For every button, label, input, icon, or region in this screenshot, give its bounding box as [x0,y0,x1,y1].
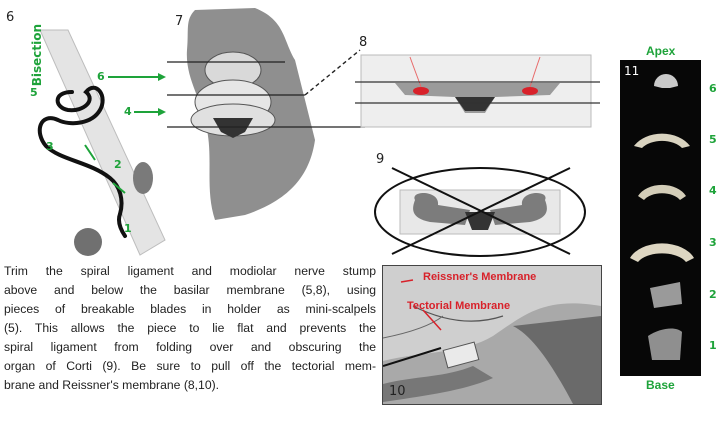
panel-11-pieces-strip: 11 [620,60,701,376]
cut-piece [74,228,102,256]
reissner-line [529,56,541,88]
cochlea-piece-5 [634,133,690,148]
cochlea-section-illustration [167,8,365,220]
panel-10-micrograph: Reissner's Membrane Tectorial Membrane 1… [382,265,602,405]
folded-piece-illustration [374,167,586,257]
piece-label-6: 6 [709,82,717,95]
cochlea-piece-3 [630,243,694,262]
tectorial-membrane [412,305,504,322]
panel-number: 6 [6,10,15,25]
caption-line: spiral ligament from folding over and ob… [4,340,376,354]
caption-line: organ of Corti (9). Be sure to pull off … [4,359,376,373]
tectorial-membrane-label: Tectorial Membrane [407,300,511,312]
caption-line: pieces of breakable blades in holder as … [4,302,376,316]
panel-8-trimmed-piece: 8 [355,35,600,135]
cochlea-piece-1 [648,328,682,360]
piece-label-1: 1 [709,339,717,352]
piece-label-5: 5 [709,133,717,146]
panel-number: 8 [359,35,368,50]
arrow-head [158,108,166,116]
cochlea-piece-2 [650,282,682,308]
panel-number: 9 [376,152,385,167]
micrograph-image [383,266,601,404]
spiral-label-5: 5 [30,86,38,99]
cut-tick [84,144,96,161]
folded-ligament-left [413,193,470,225]
pointer-reissner [400,279,414,283]
organ-of-corti [455,97,495,111]
panel-number: 10 [389,384,406,399]
panel-9-wrong-example: 9 [370,150,600,260]
pointer-tectorial [422,309,442,331]
instruction-caption: Trim the spiral ligament and modiolar ne… [4,262,376,395]
apex-label: Apex [646,44,676,58]
blade [383,347,442,367]
basilar-region [383,366,493,402]
reissner-line [409,56,422,88]
dark-tissue [513,316,601,404]
cochlea-spiral [37,85,127,238]
spiral-label-4: 4 [124,105,132,118]
panel-number: 11 [624,64,640,78]
hair-cell-left [413,87,429,95]
piece-label-3: 3 [709,236,717,249]
organ-of-corti [442,341,480,369]
spiral-label-1: 1 [124,222,132,235]
piece-label-4: 4 [709,184,717,197]
reissners-membrane-label: Reissner's Membrane [423,271,537,283]
crossed-out-ellipse [374,167,586,257]
cut-hole [133,162,153,194]
caption-line: above and below the basilar membrane (5,… [4,283,376,297]
piece-label-2: 2 [709,288,717,301]
trimmed-piece-illustration [355,54,600,128]
spiral-label-6: 6 [97,70,105,83]
membrane-edge [383,315,444,339]
organ-of-corti [213,118,253,138]
cochlea-piece-4 [638,184,686,200]
pieces-micrograph [630,74,694,360]
caption-line: Trim the spiral ligament and modiolar ne… [4,264,376,278]
cochlea-piece-6 [654,74,678,88]
zoom-dashed-line [304,49,361,96]
folded-ligament-right [490,193,547,225]
hair-cell-right [522,87,538,95]
cut-tick [112,182,126,194]
bisection-label: Bisection [30,24,44,87]
cross-line [391,167,571,255]
arrow-head [158,73,166,81]
bisection-plane [39,29,166,256]
bisection-illustration [37,29,166,256]
panel-number: 7 [175,14,184,29]
organ-of-corti [465,212,495,230]
panel-6-bisection: 6 Bisection 6 5 4 3 2 1 [0,0,175,265]
spiral-label-3: 3 [46,140,54,153]
base-label: Base [646,378,675,392]
caption-line: (5). This allows the piece to lie flat a… [4,321,376,335]
caption-line: brane and Reissner's membrane (8,10). [4,378,220,392]
panel-7-cochlea-section: 7 [165,0,365,230]
spiral-label-2: 2 [114,158,122,171]
